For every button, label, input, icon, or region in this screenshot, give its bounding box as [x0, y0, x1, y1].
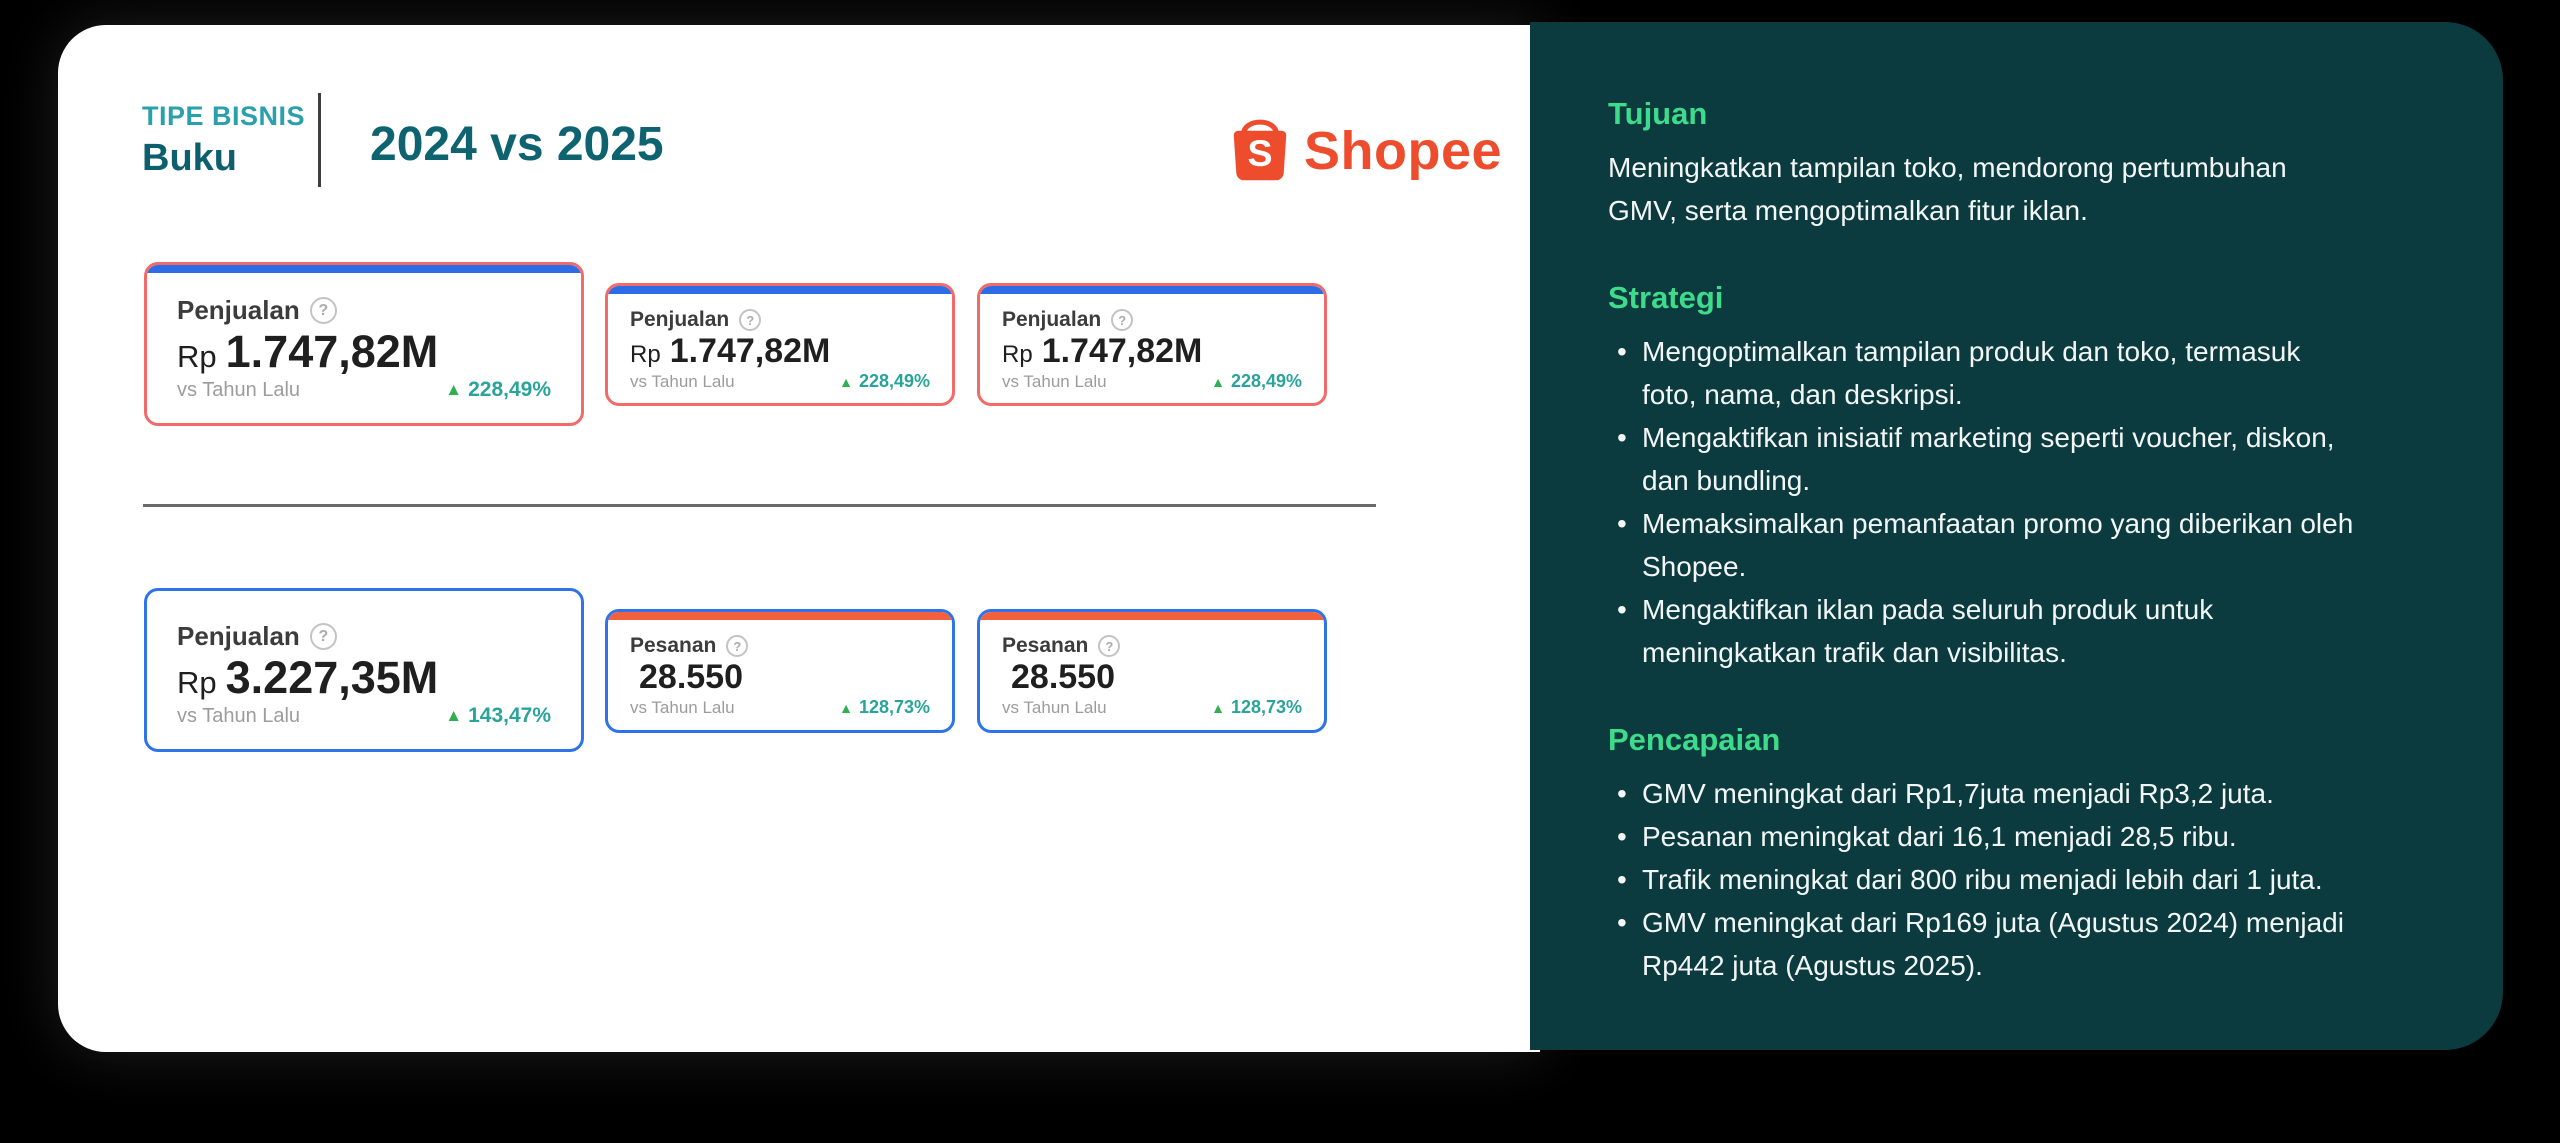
delta-value: 228,49% [1230, 371, 1302, 391]
delta-badge: ▲ 228,49% [445, 378, 551, 402]
comparison-label: vs Tahun Lalu [1002, 697, 1107, 717]
delta-value: 143,47% [468, 704, 551, 727]
metric-card-row2-1: Penjualan ? Rp 3.227,35M vs Tahun Lalu ▲… [144, 588, 584, 752]
metric-card-row1-1: Penjualan ? Rp 1.747,82M vs Tahun Lalu ▲… [144, 262, 584, 426]
metric-title: Penjualan [1002, 308, 1102, 331]
help-icon[interactable]: ? [726, 635, 749, 657]
metric-card-row1-3: Penjualan ? Rp 1.747,82M vs Tahun Lalu ▲… [977, 283, 1327, 406]
card-accent-bar [980, 612, 1324, 620]
metric-title: Penjualan [177, 621, 300, 651]
achievement-list: GMV meningkat dari Rp1,7juta menjadi Rp3… [1608, 772, 2360, 987]
delta-up-icon: ▲ [839, 373, 853, 390]
card-accent-bar [608, 286, 952, 294]
metric-card-row1-2: Penjualan ? Rp 1.747,82M vs Tahun Lalu ▲… [605, 283, 955, 406]
list-item: GMV meningkat dari Rp1,7juta menjadi Rp3… [1608, 772, 2360, 815]
delta-up-icon: ▲ [445, 380, 463, 399]
metric-title: Pesanan [1002, 634, 1089, 657]
help-icon[interactable]: ? [739, 309, 762, 331]
list-item: Pesanan meningkat dari 16,1 menjadi 28,5… [1608, 815, 2360, 858]
list-item: Mengaktifkan iklan pada seluruh produk u… [1608, 588, 2360, 674]
card-accent-bar [980, 286, 1324, 294]
section-tujuan: Tujuan Meningkatkan tampilan toko, mendo… [1608, 96, 2463, 232]
metric-value: 1.747,82M [669, 332, 831, 370]
shopee-logo: S Shopee [1230, 113, 1502, 188]
delta-up-icon: ▲ [445, 706, 463, 725]
metric-value: 28.550 [1011, 658, 1115, 696]
delta-up-icon: ▲ [839, 699, 853, 716]
metric-currency: Rp [177, 665, 217, 700]
metric-card-row2-3: Pesanan ? 28.550 vs Tahun Lalu ▲ 128,73% [977, 609, 1327, 733]
metric-value: 1.747,82M [225, 326, 439, 377]
section-heading: Pencapaian [1608, 722, 1781, 757]
help-icon[interactable]: ? [309, 297, 337, 324]
section-divider [143, 504, 1376, 507]
delta-value: 128,73% [858, 697, 930, 717]
metric-title: Penjualan [177, 295, 300, 325]
comparison-label: vs Tahun Lalu [630, 697, 735, 717]
delta-value: 128,73% [1230, 697, 1302, 717]
strategy-list: Mengoptimalkan tampilan produk dan toko,… [1608, 330, 2360, 674]
section-heading: Strategi [1608, 280, 1724, 315]
comparison-label: vs Tahun Lalu [177, 704, 301, 727]
delta-badge: ▲ 128,73% [839, 697, 930, 718]
metric-currency: Rp [630, 341, 661, 368]
delta-badge: ▲ 228,49% [1211, 371, 1302, 392]
metric-value: 3.227,35M [225, 652, 439, 703]
help-icon[interactable]: ? [1098, 635, 1121, 657]
metric-currency: Rp [1002, 341, 1033, 368]
shopee-wordmark: Shopee [1304, 120, 1503, 181]
business-type-value: Buku [142, 137, 237, 179]
section-strategi: Strategi Mengoptimalkan tampilan produk … [1608, 280, 2463, 674]
section-pencapaian: Pencapaian GMV meningkat dari Rp1,7juta … [1608, 722, 2463, 987]
delta-badge: ▲ 143,47% [445, 704, 551, 728]
metric-value: 28.550 [639, 658, 743, 696]
header-divider [318, 93, 321, 187]
list-item: Trafik meningkat dari 800 ribu menjadi l… [1608, 858, 2360, 901]
card-accent-bar [608, 612, 952, 620]
shopee-bag-icon: S [1230, 113, 1290, 188]
delta-value: 228,49% [858, 371, 930, 391]
business-type-label: TIPE BISNIS [142, 101, 306, 131]
list-item: Mengoptimalkan tampilan produk dan toko,… [1608, 330, 2360, 416]
page-title: 2024 vs 2025 [370, 118, 664, 171]
comparison-label: vs Tahun Lalu [177, 378, 301, 401]
section-text: Meningkatkan tampilan toko, mendorong pe… [1608, 152, 2287, 226]
comparison-label: vs Tahun Lalu [630, 371, 735, 391]
svg-text:S: S [1247, 132, 1272, 174]
delta-badge: ▲ 228,49% [839, 371, 930, 392]
metric-card-row2-2: Pesanan ? 28.550 vs Tahun Lalu ▲ 128,73% [605, 609, 955, 733]
card-accent-bar [147, 265, 581, 273]
delta-up-icon: ▲ [1211, 699, 1225, 716]
help-icon[interactable]: ? [1111, 309, 1134, 331]
summary-panel: Tujuan Meningkatkan tampilan toko, mendo… [1530, 22, 2503, 1050]
list-item: Mengaktifkan inisiatif marketing seperti… [1608, 416, 2360, 502]
help-icon[interactable]: ? [309, 623, 337, 650]
list-item: Memaksimalkan pemanfaatan promo yang dib… [1608, 502, 2360, 588]
metric-title: Penjualan [630, 308, 730, 331]
metric-value: 1.747,82M [1041, 332, 1203, 370]
comparison-label: vs Tahun Lalu [1002, 371, 1107, 391]
metric-currency: Rp [177, 339, 217, 374]
delta-value: 228,49% [468, 378, 551, 401]
list-item: GMV meningkat dari Rp169 juta (Agustus 2… [1608, 901, 2360, 987]
metric-title: Pesanan [630, 634, 717, 657]
delta-badge: ▲ 128,73% [1211, 697, 1302, 718]
section-heading: Tujuan [1608, 96, 1708, 131]
delta-up-icon: ▲ [1211, 373, 1225, 390]
report-slide: TIPE BISNIS Buku 2024 vs 2025 S Shopee P… [58, 25, 1540, 1052]
